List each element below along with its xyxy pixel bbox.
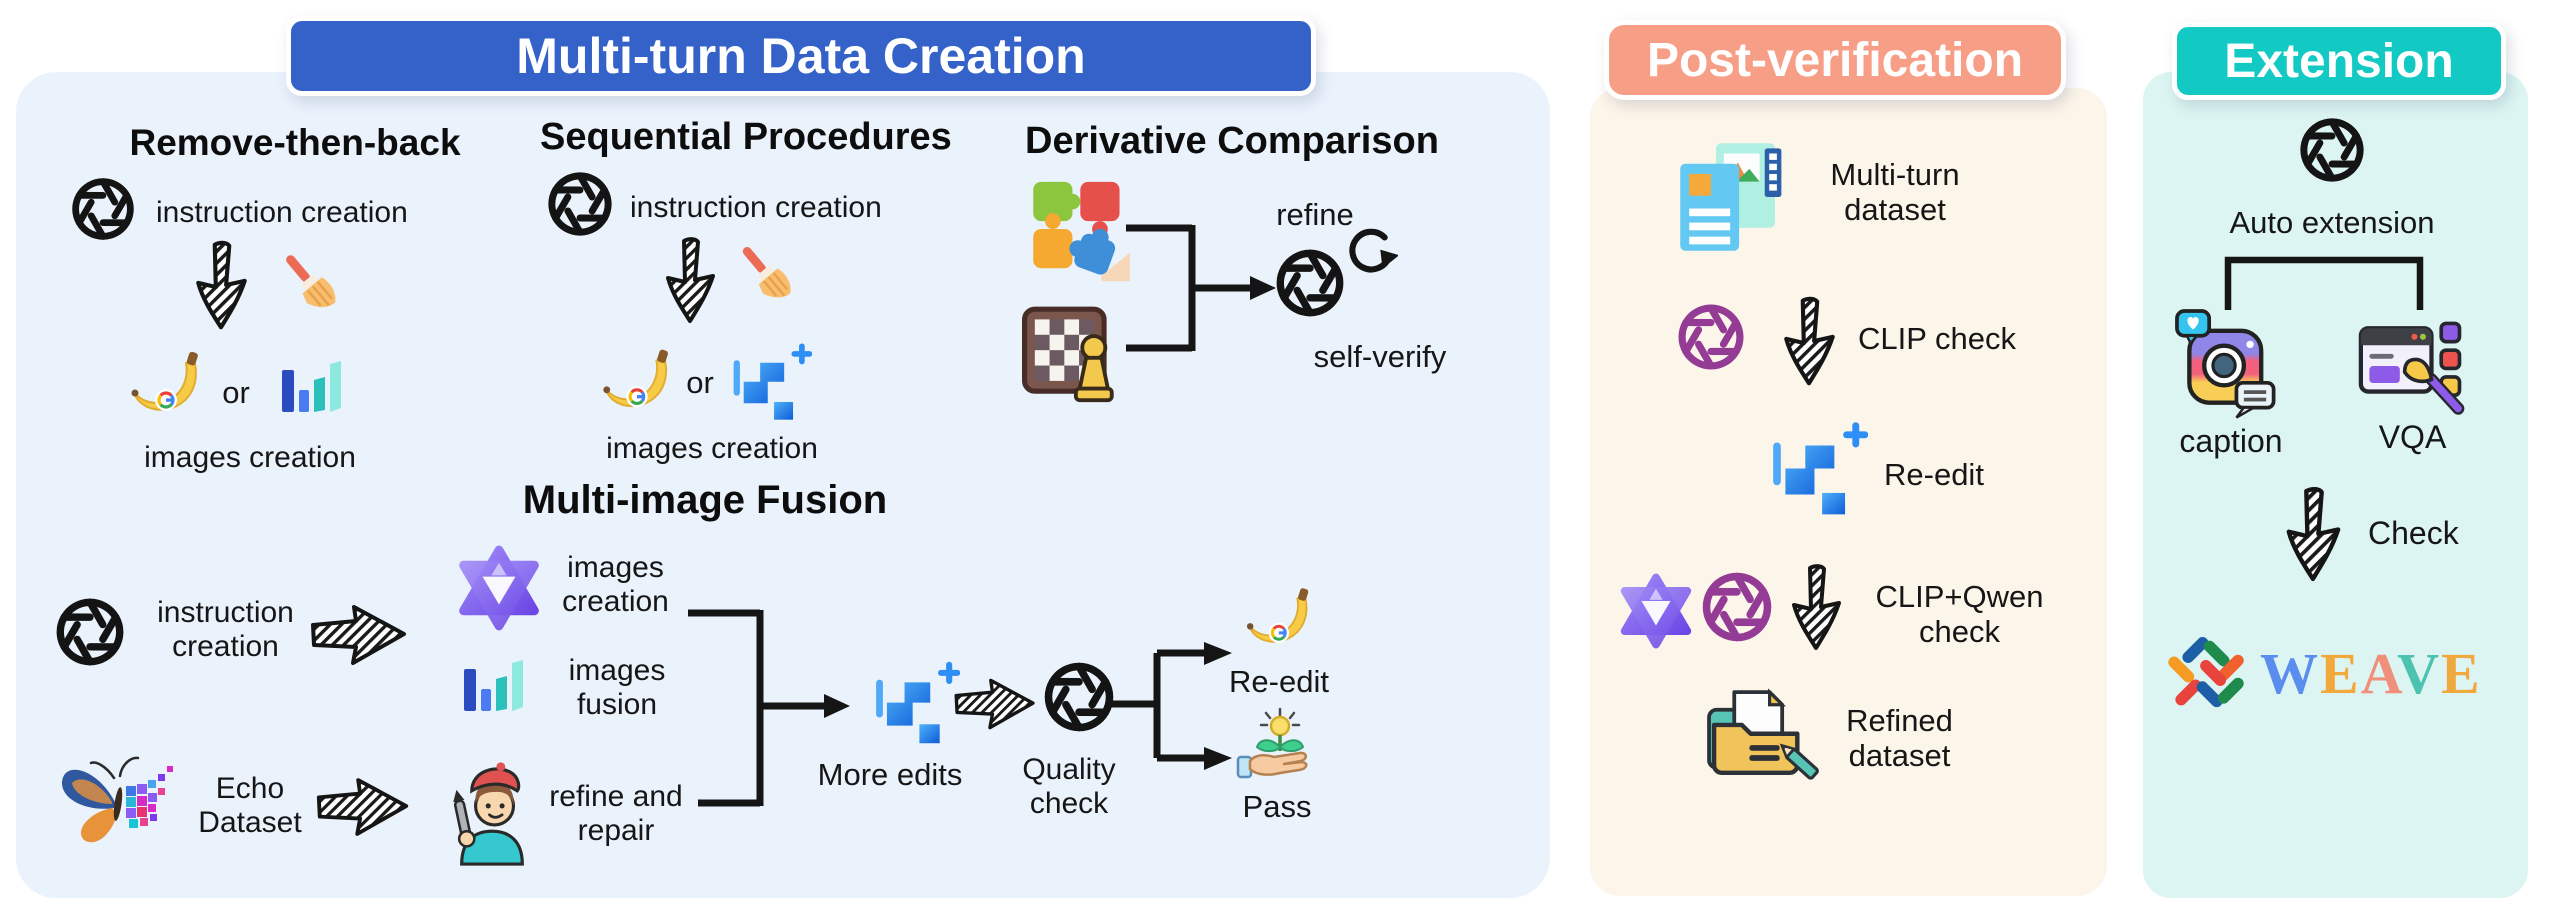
rtb-or-label: or — [222, 375, 250, 410]
fusion-instruction-label: instruction creation — [157, 596, 294, 663]
plant-hand-icon — [1236, 704, 1316, 790]
more-edits-label: More edits — [817, 757, 963, 792]
refine-label: refine — [1276, 197, 1354, 232]
sketch-right-arrow-icon — [308, 598, 410, 672]
creation-panel-title: Multi-turn Data Creation — [286, 16, 1316, 96]
gpt-icon — [1040, 658, 1118, 736]
heading-sequential-procedures: Sequential Procedures — [540, 116, 952, 158]
creation-title-text: Multi-turn Data Creation — [516, 28, 1086, 84]
weave-logo: WEAVE — [2160, 628, 2482, 718]
sketch-down-arrow-icon — [1786, 562, 1848, 654]
extension-title-text: Extension — [2224, 34, 2454, 88]
multi-turn-dataset-label: Multi-turn dataset — [1830, 157, 1960, 227]
weave-letter: A — [2360, 640, 2398, 706]
post-verification-panel — [1590, 88, 2107, 896]
weave-letter: E — [2441, 640, 2482, 706]
butterfly-icon — [54, 748, 186, 858]
banana-google-icon — [124, 342, 204, 426]
fusion-refine-repair-label: refine and repair — [549, 780, 683, 847]
post-re-edit-label: Re-edit — [1884, 457, 1984, 492]
auto-extension-label: Auto extension — [2229, 205, 2435, 240]
weave-logo-icon — [2160, 628, 2252, 718]
weave-letter: V — [2397, 640, 2441, 706]
caption-icon — [2172, 306, 2286, 420]
broom-icon — [733, 240, 799, 308]
gpt-icon — [68, 174, 138, 244]
post-title-text: Post-verification — [1646, 33, 2024, 87]
self-verify-label: self-verify — [1313, 339, 1447, 374]
extension-panel — [2143, 72, 2528, 898]
banana-google-icon — [1240, 578, 1314, 658]
weave-wordmark: WEAVE — [2260, 640, 2482, 707]
pass-label: Pass — [1242, 789, 1312, 824]
artist-icon — [444, 756, 540, 866]
seq-images-label: images creation — [606, 432, 818, 465]
fusion-images-creation-label: images creation — [562, 551, 669, 618]
clip-check-label: CLIP check — [1858, 321, 2016, 356]
check-label: Check — [2368, 515, 2459, 551]
stepfun-icon — [868, 660, 960, 748]
quality-check-label: Quality check — [1022, 753, 1116, 820]
derivative-connector — [1126, 224, 1276, 352]
vqa-icon — [2356, 316, 2468, 416]
sketch-down-arrow-icon — [1778, 294, 1842, 390]
broom-icon — [276, 248, 344, 318]
fusion-images-fusion-label: images fusion — [568, 654, 666, 721]
sketch-down-arrow-icon — [660, 236, 722, 326]
folder-pencil-icon — [1704, 680, 1820, 790]
qwen-icon — [456, 544, 542, 632]
gpt-icon-purple — [1698, 568, 1776, 646]
puzzle-icon — [1028, 176, 1130, 282]
heading-multi-image-fusion: Multi-image Fusion — [522, 478, 888, 522]
flow-re-edit-label: Re-edit — [1229, 664, 1329, 699]
weave-letter: E — [2320, 640, 2361, 706]
banana-google-icon — [596, 340, 674, 422]
extension-title: Extension — [2172, 22, 2506, 100]
sketch-down-arrow-icon — [190, 240, 254, 332]
qwen-icon — [1618, 572, 1694, 650]
sketch-right-arrow-icon — [952, 668, 1038, 740]
echo-dataset-label: Echo Dataset — [198, 772, 302, 839]
bar-chart-icon — [278, 358, 356, 426]
seq-or-label: or — [686, 365, 714, 400]
refined-dataset-label: Refined dataset — [1846, 703, 1953, 773]
heading-derivative-comparison: Derivative Comparison — [1025, 120, 1439, 162]
weave-letter: W — [2260, 640, 2320, 706]
fork-connector — [1110, 642, 1232, 770]
gpt-icon — [544, 168, 616, 240]
vqa-label: VQA — [2378, 419, 2447, 455]
chessboard-icon — [1022, 298, 1122, 410]
rtb-instruction-label: instruction creation — [156, 196, 408, 229]
rtb-images-label: images creation — [144, 441, 356, 474]
sketch-right-arrow-icon — [314, 770, 412, 844]
fusion-connector — [688, 609, 850, 807]
bar-chart-icon — [460, 656, 538, 726]
clip-qwen-check-label: CLIP+Qwen check — [1875, 579, 2044, 649]
stepfun-icon — [1764, 420, 1868, 520]
extension-bracket — [2224, 256, 2424, 310]
seq-instruction-label: instruction creation — [630, 191, 882, 224]
gpt-icon — [52, 594, 128, 670]
gpt-icon-purple — [1674, 300, 1748, 374]
documents-icon — [1670, 138, 1798, 256]
stepfun-icon — [726, 342, 812, 424]
cycle-icon — [1336, 222, 1398, 284]
heading-remove-then-back: Remove-then-back — [129, 122, 461, 163]
sketch-down-arrow-icon — [2280, 486, 2348, 584]
caption-label: caption — [2179, 423, 2283, 459]
gpt-icon — [2296, 114, 2368, 186]
post-verification-title: Post-verification — [1604, 20, 2066, 100]
